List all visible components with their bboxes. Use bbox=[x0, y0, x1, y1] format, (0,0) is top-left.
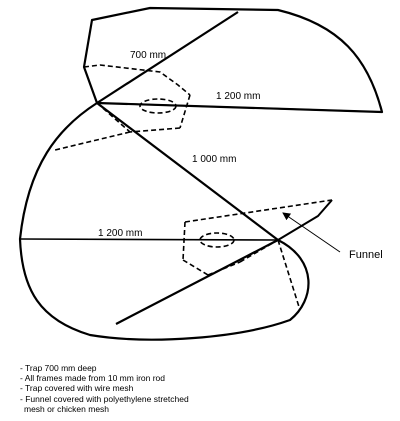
note-item: mesh or chicken mesh bbox=[24, 403, 110, 414]
lower-lobe-right-edge bbox=[277, 199, 333, 241]
dimension-label-700: 700 mm bbox=[130, 50, 167, 61]
upper-funnel-left-edge bbox=[54, 131, 131, 151]
upper-funnel-top-edge bbox=[83, 64, 191, 96]
lower-funnel-inner-right bbox=[239, 239, 279, 263]
rod-main-1000 bbox=[96, 102, 279, 241]
lower-funnel-top-edge bbox=[184, 199, 333, 223]
lower-funnel-opening bbox=[199, 232, 235, 248]
note-item: - Trap covered with wire mesh bbox=[20, 383, 134, 394]
rod-upper-diagonal bbox=[96, 11, 239, 104]
lower-funnel-outer-right bbox=[277, 239, 301, 311]
lower-funnel-bottom-left bbox=[182, 259, 209, 276]
dimension-label-1200-top: 1 200 mm bbox=[216, 91, 261, 102]
upper-funnel-bottom-edge bbox=[129, 127, 181, 133]
upper-funnel-opening bbox=[139, 98, 177, 114]
funnel-label: Funnel bbox=[349, 249, 383, 261]
note-item: - Trap 700 mm deep bbox=[20, 363, 97, 373]
upper-lobe-outline bbox=[82, 6, 384, 114]
rod-lower-1200 bbox=[19, 238, 279, 241]
note-item: - All frames made from 10 mm iron rod bbox=[20, 373, 166, 384]
lower-funnel-entrance-left bbox=[182, 221, 186, 261]
dimension-label-1200-bottom: 1 200 mm bbox=[98, 228, 143, 239]
lower-lobe-outline bbox=[18, 102, 310, 341]
note-item: - Funnel covered with polyethylene stret… bbox=[20, 393, 189, 404]
upper-funnel-inner-left bbox=[96, 102, 131, 133]
dimension-label-1000: 1 000 mm bbox=[192, 154, 237, 165]
rod-upper-1200 bbox=[96, 102, 383, 113]
lower-funnel-bottom-edge bbox=[207, 261, 241, 276]
funnel-arrow bbox=[282, 212, 341, 253]
trap-notes: - Trap 700 mm deep - All frames made fro… bbox=[20, 363, 189, 414]
rod-lower-diagonal bbox=[115, 239, 279, 325]
upper-funnel-entrance-right bbox=[179, 94, 191, 129]
